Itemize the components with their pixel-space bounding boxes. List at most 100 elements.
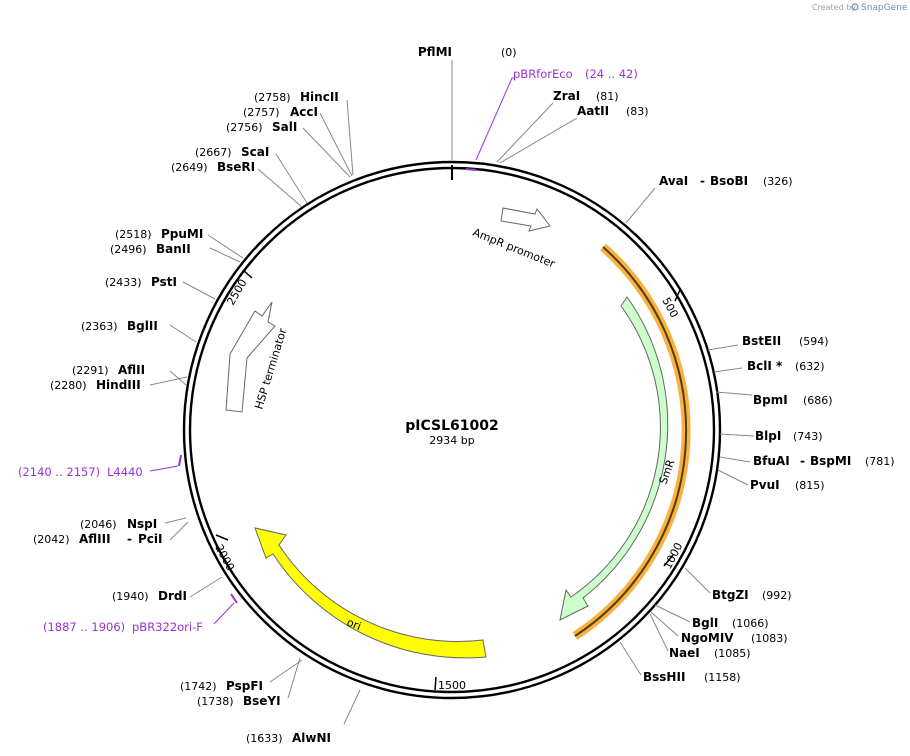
site-acci-pos: (2757) xyxy=(243,106,280,119)
primer-l4440-pos: (2140 .. 2157) xyxy=(18,465,100,479)
site-bpmi-pos: (686) xyxy=(803,394,833,407)
primer-pbrforeco-pos: (24 .. 42) xyxy=(585,67,638,81)
site-ngomiv-name: NgoMIV xyxy=(681,631,734,645)
site-blpi-name: BlpI xyxy=(755,429,781,443)
site-banii-name: BanII xyxy=(156,242,191,256)
plasmid-name: pICSL61002 xyxy=(405,418,498,434)
site-nspi-name: NspI xyxy=(127,517,157,531)
site-bglii-pos: (2363) xyxy=(81,320,118,333)
primer-l4440: (2140 .. 2157) L4440 xyxy=(18,454,182,479)
primer-pbr322ori-f-name: pBR322ori-F xyxy=(132,620,203,634)
site-bseyi-pos: (1738) xyxy=(197,695,234,708)
site-psti-name: PstI xyxy=(151,275,177,289)
site-zrai-name: ZraI xyxy=(553,89,580,103)
site-bseri-name: BseRI xyxy=(217,160,255,174)
primer-pbr322ori-f: (1887 .. 1906) pBR322ori-F xyxy=(43,593,238,634)
site-naei-name: NaeI xyxy=(669,646,700,660)
site-psti-pos: (2433) xyxy=(105,276,142,289)
site-bcli-pos: (632) xyxy=(795,360,825,373)
site-bseri-pos: (2649) xyxy=(171,161,208,174)
tick-500-mark xyxy=(674,289,681,302)
site-aatii-name: AatII xyxy=(577,104,609,118)
site-nspi-pos: (2046) xyxy=(80,518,117,531)
site-hindiii-pos: (2280) xyxy=(50,379,87,392)
site-hindiii-name: HindIII xyxy=(96,378,141,392)
primer-pbr322ori-f-pos: (1887 .. 1906) xyxy=(43,620,125,634)
credit-brand: SnapGene xyxy=(861,3,908,13)
site-btgzi-pos: (992) xyxy=(762,589,792,602)
tick-1500-mark xyxy=(434,676,437,691)
site-blpi-pos: (743) xyxy=(793,430,823,443)
site-afliii-name: AflIII xyxy=(79,532,111,546)
site-scai-pos: (2667) xyxy=(195,146,232,159)
site-pspfi-name: PspFI xyxy=(226,679,263,693)
tick-1000-mark xyxy=(663,554,674,567)
site-pvui-pos: (815) xyxy=(795,479,825,492)
site-bfuai-pos: (781) xyxy=(865,455,895,468)
site-pvui-name: PvuI xyxy=(750,478,780,492)
site-bsobi-name: BsoBI xyxy=(710,174,748,188)
site-bsteii-pos: (594) xyxy=(799,335,829,348)
primer-pbrforeco: pBRforEco (24 .. 42) xyxy=(465,67,638,171)
site-sali-name: SalI xyxy=(272,120,297,134)
site-aflii-name: AflII xyxy=(118,363,145,377)
primer-pbrforeco-name: pBRforEco xyxy=(513,67,573,81)
site-pflmi-pos: (0) xyxy=(501,46,517,59)
svg-text:-: - xyxy=(127,532,132,546)
plasmid-size: 2934 bp xyxy=(429,434,474,447)
hsp-terminator-feature xyxy=(225,301,276,413)
tick-1500: 1500 xyxy=(438,679,466,692)
site-alwni-name: AlwNI xyxy=(292,731,331,745)
site-bfuai-name: BfuAI xyxy=(753,454,790,468)
site-acci-name: AccI xyxy=(290,105,318,119)
site-alwni-pos: (1633) xyxy=(246,732,283,745)
site-drdi-name: DrdI xyxy=(158,589,187,603)
site-bcli-name: BclI * xyxy=(747,359,783,373)
tick-2500-mark xyxy=(242,269,253,279)
site-drdi-pos: (1940) xyxy=(112,590,149,603)
ampr-promoter-feature xyxy=(500,207,551,232)
site-naei-pos: (1085) xyxy=(714,647,751,660)
site-hincii-pos: (2758) xyxy=(254,91,291,104)
ori-feature xyxy=(254,527,487,659)
site-bsshii-pos: (1158) xyxy=(704,671,741,684)
site-avai-name: AvaI xyxy=(659,174,688,188)
credit-prefix: Created by xyxy=(812,3,856,12)
site-bgli-name: BglI xyxy=(692,616,718,630)
site-avai-pos: (326) xyxy=(763,175,793,188)
site-sali-pos: (2756) xyxy=(226,121,263,134)
site-ppumi-name: PpuMI xyxy=(161,227,203,241)
site-aflii-pos: (2291) xyxy=(72,364,109,377)
site-banii-pos: (2496) xyxy=(110,243,147,256)
svg-text:-: - xyxy=(700,174,705,188)
site-ngomiv-pos: (1083) xyxy=(751,632,788,645)
site-bpmi-name: BpmI xyxy=(753,393,788,407)
ori-label: ori xyxy=(345,616,363,633)
svg-text:-: - xyxy=(800,454,805,468)
site-bsshii-name: BssHII xyxy=(643,670,685,684)
site-leader-lines xyxy=(149,60,755,725)
backbone-outer xyxy=(182,160,722,700)
smr-feature xyxy=(559,296,669,621)
site-pflmi-name: PflMI xyxy=(418,45,452,59)
site-afliii-pos: (2042) xyxy=(33,533,70,546)
site-bglii-name: BglII xyxy=(127,319,158,333)
site-bsteii-name: BstEII xyxy=(742,334,781,348)
ampr-promoter-label: AmpR promoter xyxy=(471,226,557,271)
tick-2000-mark xyxy=(215,534,229,541)
site-aatii-pos: (83) xyxy=(626,105,649,118)
site-pspfi-pos: (1742) xyxy=(180,680,217,693)
site-bspmi-name: BspMI xyxy=(810,454,851,468)
site-btgzi-name: BtgZI xyxy=(712,588,749,602)
site-ppumi-pos: (2518) xyxy=(115,228,152,241)
site-hincii-name: HincII xyxy=(300,90,339,104)
site-bgli-pos: (1066) xyxy=(732,617,769,630)
primer-l4440-name: L4440 xyxy=(107,465,143,479)
smr-highlight-line xyxy=(574,246,688,637)
site-pcii-name: PciI xyxy=(138,532,163,546)
snapgene-logo-icon xyxy=(851,3,859,11)
site-bseyi-name: BseYI xyxy=(243,694,281,708)
site-scai-name: ScaI xyxy=(241,145,269,159)
